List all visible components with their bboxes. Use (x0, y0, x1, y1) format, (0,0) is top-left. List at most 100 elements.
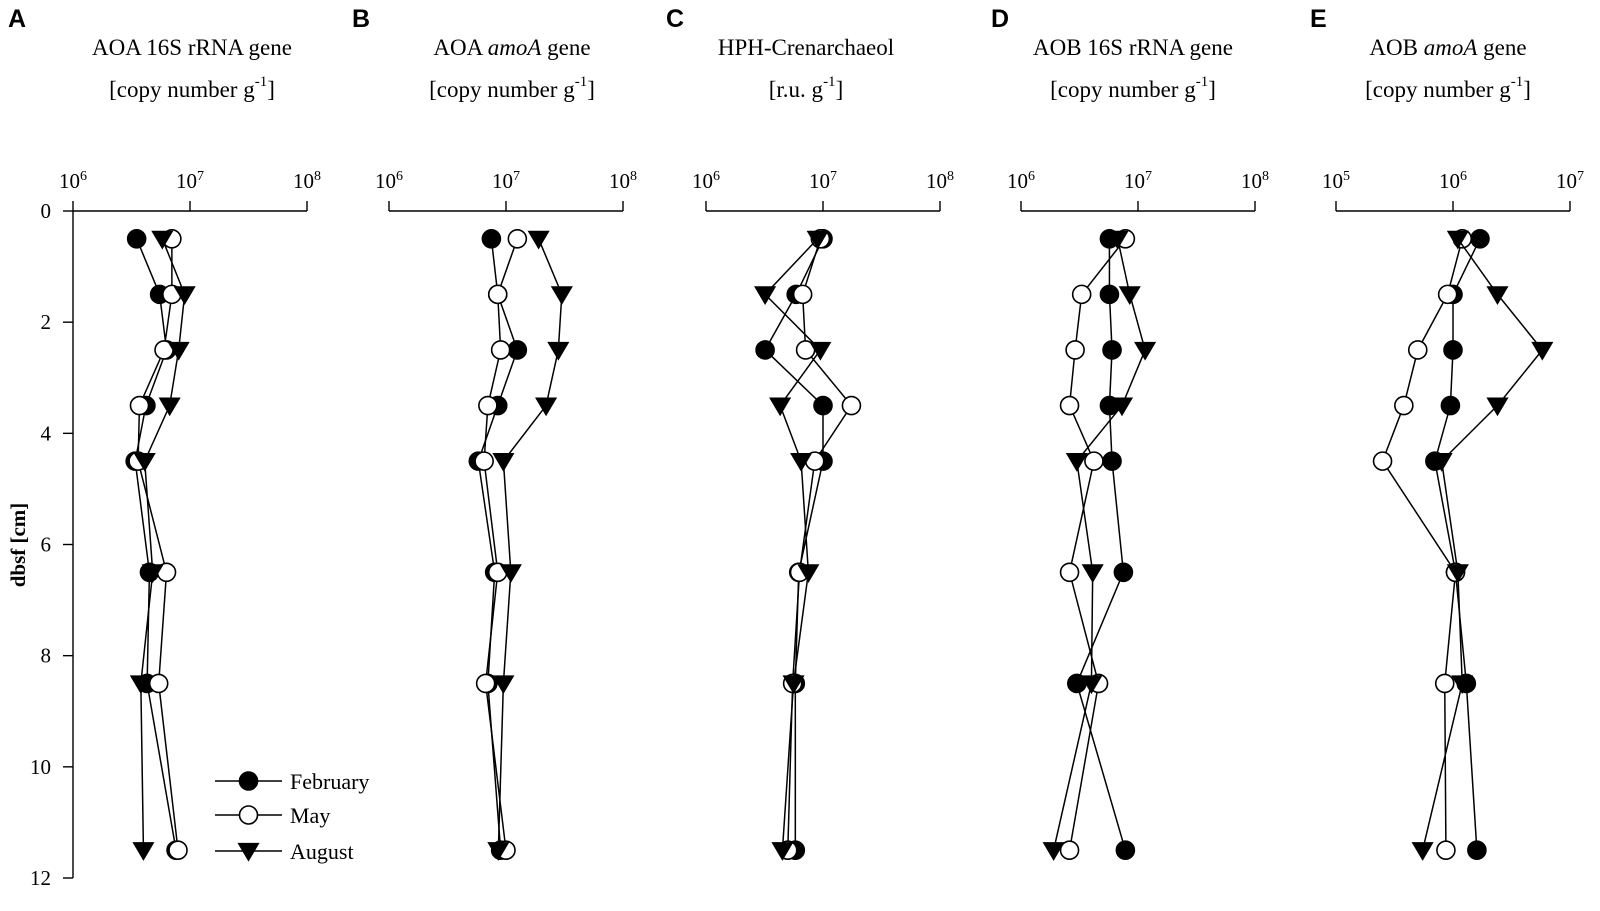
data-point (841, 395, 862, 416)
data-point (129, 675, 152, 695)
x-tick-label: 107 (492, 169, 520, 193)
panel-a: A AOA 16S rRNA gene [copy number g-1] 106 10… (8, 5, 321, 861)
panel-letter: A (8, 5, 26, 33)
data-point (771, 842, 794, 861)
series-line (787, 238, 853, 851)
series-august (754, 230, 832, 861)
data-point (1446, 230, 1469, 250)
y-tick-label: 12 (30, 866, 51, 890)
data-point (1486, 286, 1509, 306)
data-point (813, 395, 833, 416)
data-point (132, 842, 155, 861)
data-point (1531, 341, 1554, 361)
y-tick-label: 0 (41, 199, 52, 223)
data-point (474, 451, 494, 471)
series-august (487, 230, 573, 861)
panel-unit: [copy number g-1] (109, 74, 275, 102)
series-may (1372, 228, 1473, 861)
data-point (133, 453, 156, 472)
data-point (1102, 451, 1122, 471)
series-february (1425, 228, 1490, 861)
panel-letter: B (352, 5, 370, 33)
data-point (797, 564, 820, 583)
data-point (1042, 842, 1065, 861)
panel-title: AOA 16S rRNA gene (92, 35, 292, 60)
data-point (507, 228, 528, 249)
data-point (1099, 284, 1120, 305)
legend-label: August (290, 839, 354, 864)
data-point (1084, 451, 1104, 471)
panels: A AOA 16S rRNA gene [copy number g-1] 106 10… (8, 5, 1584, 861)
data-point (1113, 562, 1134, 583)
data-point (148, 673, 169, 694)
data-point (1407, 340, 1428, 360)
data-point (141, 564, 164, 583)
series-line (137, 238, 179, 851)
data-point (1059, 395, 1080, 416)
data-point (527, 230, 550, 250)
series-august (1411, 230, 1554, 861)
data-point (1437, 284, 1458, 305)
data-point (790, 453, 813, 472)
x-tick-label: 108 (609, 169, 637, 193)
y-tick-label: 4 (41, 421, 52, 445)
legend-marker (238, 805, 259, 825)
y-tick-label: 10 (30, 755, 51, 779)
x-tick-label: 107 (1556, 169, 1584, 193)
x-tick-label: 106 (692, 169, 720, 193)
panel-unit: [copy number g-1] (1365, 74, 1531, 102)
data-point (487, 284, 508, 305)
data-point (1467, 840, 1487, 861)
series-august (129, 230, 196, 861)
data-point (1451, 675, 1474, 695)
series-line (1076, 238, 1127, 851)
data-point (1436, 840, 1456, 861)
panel-unit: [copy number g-1] (429, 74, 595, 102)
series-line (1381, 238, 1463, 851)
data-point (1394, 395, 1414, 416)
series-line (1068, 238, 1126, 851)
data-point (769, 397, 792, 417)
panel-letter: E (1310, 5, 1327, 33)
x-tick-label: 108 (1241, 169, 1269, 193)
data-point (1106, 230, 1129, 250)
legend-marker (237, 842, 260, 862)
x-tick-label: 106 (375, 169, 403, 193)
series-may (777, 228, 862, 861)
data-point (1059, 562, 1080, 583)
data-point (1430, 453, 1453, 472)
x-tick-label: 106 (59, 169, 87, 193)
data-point (547, 341, 570, 361)
data-point (535, 397, 558, 417)
legend-item-february: February (215, 769, 369, 794)
data-point (1486, 397, 1509, 417)
data-point (782, 675, 805, 695)
x-tick-label: 108 (926, 169, 954, 193)
x-tick-label: 107 (809, 169, 837, 193)
data-point (1080, 675, 1103, 695)
legend-item-august: August (215, 839, 354, 864)
data-point (1411, 842, 1434, 861)
data-point (1134, 341, 1157, 361)
data-point (478, 395, 498, 416)
data-point (487, 842, 510, 861)
data-point (550, 286, 573, 306)
panel-unit: [r.u. g-1] (769, 74, 843, 102)
data-point (151, 230, 174, 250)
data-point (806, 230, 829, 250)
y-tick-label: 8 (41, 644, 52, 668)
y-axis-label: dbsf [cm] (6, 503, 30, 588)
data-point (1071, 284, 1092, 305)
data-point (1102, 340, 1122, 360)
data-point (168, 840, 188, 861)
series-may (1059, 228, 1136, 861)
data-point (1115, 840, 1136, 861)
data-point (1372, 451, 1393, 471)
data-point (754, 286, 777, 306)
series-line (764, 238, 822, 851)
data-point (1443, 340, 1463, 360)
legend-marker (238, 771, 259, 791)
